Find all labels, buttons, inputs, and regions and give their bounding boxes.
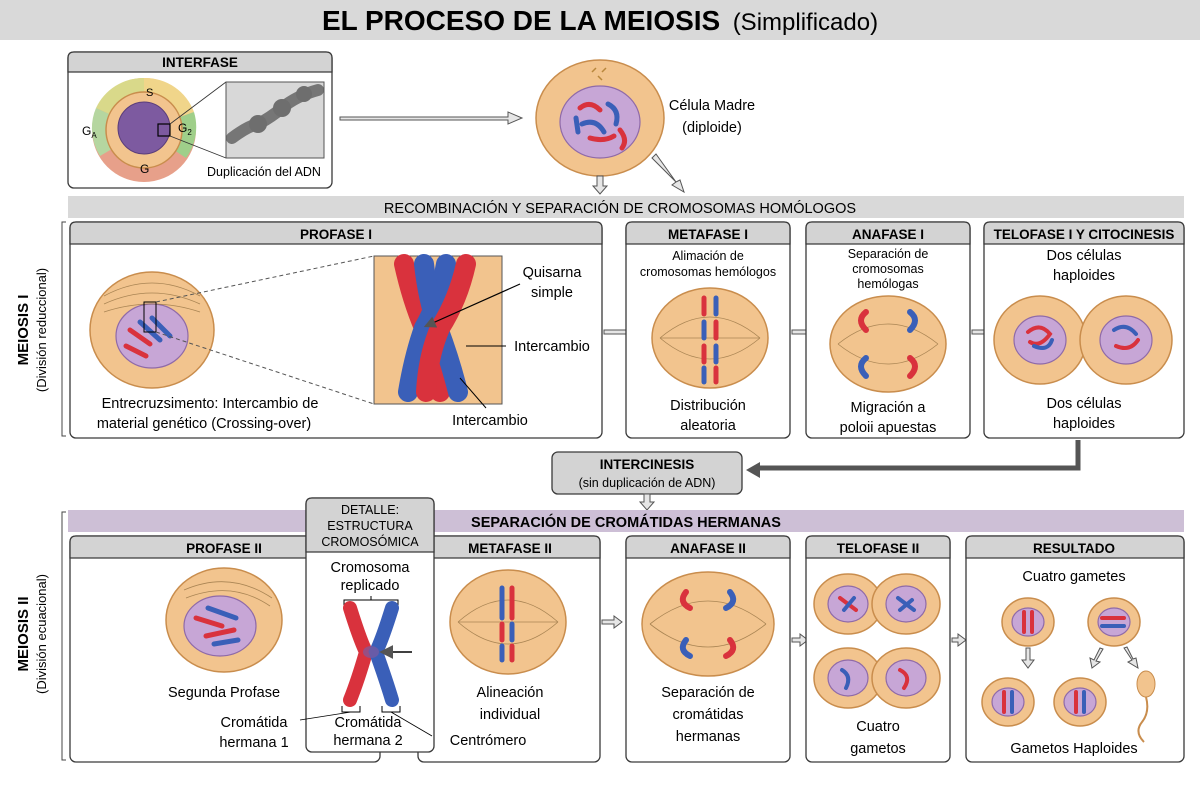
- quiasma-label-1: Quisarna: [523, 265, 583, 281]
- telofase1-panel: TELOFASE I Y CITOCINESIS Dos células hap…: [983, 221, 1185, 439]
- anafase2-bot-3: hermanas: [676, 729, 740, 745]
- telofase2-bot-1: Cuatro: [856, 719, 900, 735]
- anafase1-top-3: hemólogas: [857, 277, 918, 291]
- cromatida2-label-1: Cromátida: [335, 715, 403, 731]
- metafase1-header: METAFASE I: [668, 227, 748, 242]
- band-recombinacion-text: RECOMBINACIÓN Y SEPARACIÓN DE CROMOSOMAS…: [384, 200, 856, 217]
- anafase1-bot-2: poloii apuestas: [840, 420, 937, 436]
- meiosis2-sub: (División ecuacional): [34, 574, 49, 694]
- detalle-h2: ESTRUCTURA: [327, 519, 413, 533]
- profase2-desc: Segunda Profase: [168, 685, 280, 701]
- arrow-interfase-madre: [339, 111, 524, 125]
- g2-label: G2: [178, 121, 192, 137]
- metafase1-bot-1: Distribución: [670, 398, 746, 414]
- anafase1-header: ANAFASE I: [852, 227, 924, 242]
- profase1-panel: PROFASE I Quisarna simple Intercambio In…: [69, 221, 603, 439]
- profase1-header: PROFASE I: [300, 227, 372, 242]
- resultado-panel: RESULTADO Cuatro gametes Gametos Haploid…: [965, 535, 1185, 763]
- intercinesis-sub: (sin duplicación de ADN): [579, 476, 716, 490]
- madre-label-1: Célula Madre: [669, 98, 755, 114]
- arrow-t2-resultado: [951, 633, 967, 647]
- anafase1-top-1: Separación de: [848, 247, 929, 261]
- anafase1-bot-1: Migración a: [851, 400, 927, 416]
- band-recombinacion: [68, 196, 1184, 218]
- resultado-header: RESULTADO: [1033, 541, 1115, 556]
- anafase2-bot-2: cromátidas: [673, 707, 744, 723]
- madre-label-2: (diploide): [682, 120, 742, 136]
- metafase2-bot-1: Alineación: [477, 685, 544, 701]
- telofase1-top-1: Dos células: [1047, 248, 1122, 264]
- band-separacion-text: SEPARACIÓN DE CROMÁTIDAS HERMANAS: [471, 513, 781, 531]
- telofase1-header: TELOFASE I Y CITOCINESIS: [994, 227, 1175, 242]
- cromatida2-label-2: hermana 2: [333, 733, 402, 749]
- arrow-a2-t2: [791, 633, 809, 647]
- replicado-label-2: replicado: [341, 578, 400, 594]
- anafase2-bot-1: Separación de: [661, 685, 755, 701]
- arrow-madre-down-1: [591, 175, 609, 195]
- sperm-cell: [1136, 670, 1156, 698]
- profase2-header: PROFASE II: [186, 541, 262, 556]
- anafase2-header: ANAFASE II: [670, 541, 746, 556]
- centromero-label: Centrómero: [450, 733, 527, 749]
- meiosis1-label: MEIOSIS I: [15, 295, 32, 366]
- resultado-bot: Gametos Haploides: [1010, 741, 1137, 757]
- detalle-box: DETALLE: ESTRUCTURA CROMOSÓMICA Cromosom…: [299, 497, 435, 753]
- arrow-t1-intercinesis: [746, 462, 760, 478]
- celula-madre: [535, 59, 665, 177]
- arrow-intercinesis-down: [638, 493, 656, 511]
- metafase2-header: METAFASE II: [468, 541, 552, 556]
- anafase1-top-2: cromosomas: [852, 262, 924, 276]
- interfase-header: INTERFASE: [162, 55, 238, 70]
- cromatida1-label-1: Cromátida: [221, 715, 289, 731]
- anafase2-panel: ANAFASE II Separación de cromátidas herm…: [625, 535, 791, 763]
- metafase1-top-1: Alimación de: [672, 249, 744, 263]
- resultado-top: Cuatro gametes: [1022, 569, 1125, 585]
- profase1-desc-1: Entrecruzsimento: Intercambio de: [102, 396, 319, 412]
- g-label: G: [140, 162, 149, 176]
- page-title: EL PROCESO DE LA MEIOSIS (Simplificado): [322, 5, 878, 36]
- arrow-m2-a2: [601, 615, 623, 629]
- quiasma-label-2: simple: [531, 285, 573, 301]
- detalle-h1: DETALLE:: [341, 503, 399, 517]
- telofase2-bot-2: gametos: [850, 741, 906, 757]
- arrow-madre-down-2: [651, 153, 685, 194]
- meiosis1-sub: (División reduccional): [34, 268, 49, 392]
- title-bar: [0, 0, 1200, 40]
- profase1-desc-2: material genético (Crossing-over): [97, 416, 311, 432]
- intercambio-right-label: Intercambio: [514, 339, 590, 355]
- telofase1-bot-1: Dos células: [1047, 396, 1122, 412]
- replicado-label-1: Cromosoma: [331, 560, 411, 576]
- detalle-h3: CROMOSÓMICA: [321, 534, 419, 549]
- ga-label: GA: [82, 124, 97, 140]
- metafase2-bot-2: individual: [480, 707, 540, 723]
- telofase2-header: TELOFASE II: [837, 541, 920, 556]
- metafase1-top-2: cromosomas hemólogos: [640, 265, 776, 279]
- interfase-caption: Duplicación del ADN: [207, 165, 321, 179]
- telofase2-panel: TELOFASE II Cuatro gametos: [805, 535, 951, 763]
- telofase1-top-2: haploides: [1053, 268, 1115, 284]
- interfase-panel: INTERFASE GA G2 G S Duplicación del ADN: [67, 51, 333, 189]
- telofase1-bot-2: haploides: [1053, 416, 1115, 432]
- metafase1-panel: METAFASE I Alimación de cromosomas hemól…: [625, 221, 791, 439]
- intercambio-bottom-label: Intercambio: [452, 413, 528, 429]
- intercinesis-title: INTERCINESIS: [600, 457, 695, 472]
- meiosis2-label: MEIOSIS II: [15, 596, 32, 671]
- metafase1-bot-2: aleatoria: [680, 418, 737, 434]
- s-label: S: [146, 87, 153, 99]
- anafase1-panel: ANAFASE I Separación de cromosomas hemól…: [805, 221, 971, 439]
- metafase2-panel: METAFASE II Alineación individual Centró…: [417, 535, 601, 763]
- cromatida1-label-2: hermana 1: [219, 735, 288, 751]
- intercinesis-box: INTERCINESIS (sin duplicación de ADN): [551, 451, 743, 495]
